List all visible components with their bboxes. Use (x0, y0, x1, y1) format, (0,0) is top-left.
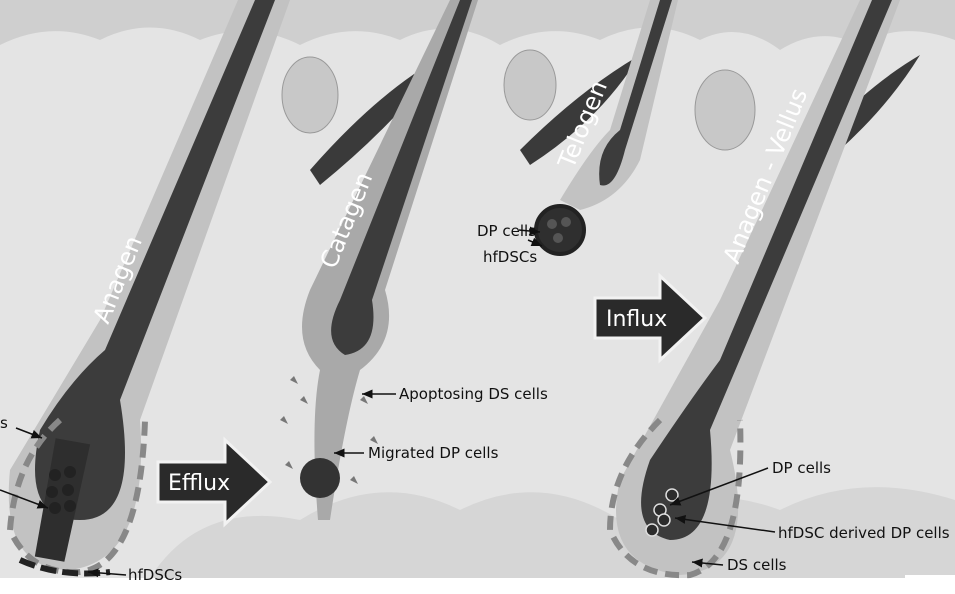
telogen-dp-label: DP cells (477, 222, 536, 240)
telogen-follicle (534, 0, 678, 256)
sebaceous-glands (281, 49, 756, 151)
anagen-follicle (6, 0, 290, 577)
vellus-dp-label: DP cells (772, 459, 831, 477)
vellus-ds-label: DS cells (727, 556, 787, 574)
migrated-dp-label: Migrated DP cells (368, 444, 499, 462)
apoptosing-ds-label: Apoptosing DS cells (399, 385, 548, 403)
left-partial-label: s (0, 414, 8, 432)
influx-arrow: Influx (593, 272, 708, 364)
influx-label: Influx (606, 307, 667, 332)
dermal-papilla (34, 438, 91, 562)
efflux-arrow: Efflux (156, 436, 273, 528)
telogen-hfdscs-label: hfDSCs (483, 248, 537, 266)
anagen-hfdscs-label: hfDSCs (128, 566, 182, 584)
dermal-tissue (150, 487, 955, 578)
pointer-lines (0, 226, 776, 578)
white-border (905, 575, 955, 590)
efflux-label: Efflux (168, 471, 230, 496)
vellus-hfdsc-dp-label: hfDSC derived DP cells (778, 524, 950, 542)
catagen-dermal-papilla (300, 458, 340, 498)
